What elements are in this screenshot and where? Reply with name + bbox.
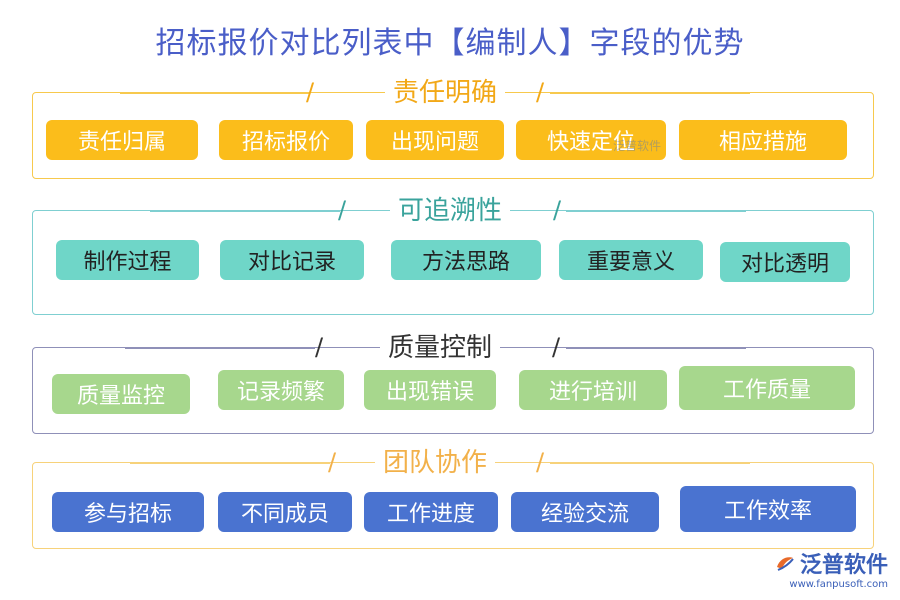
header-slash-right: /	[552, 333, 561, 361]
header-line-right	[550, 92, 750, 94]
header-slash-right: /	[536, 78, 545, 106]
pill-item: 对比记录	[220, 240, 364, 280]
pill-item: 对比透明	[720, 242, 850, 282]
header-line-right	[566, 210, 746, 212]
header-slash-left: /	[306, 78, 315, 106]
pill-item: 记录频繁	[218, 370, 344, 410]
watermark: 泛普软件	[613, 139, 662, 153]
header-line-left	[130, 462, 330, 464]
header-line-left	[150, 210, 340, 212]
header-line-left	[120, 92, 310, 94]
brand-logo: 泛普软件 www.fanpusoft.com	[774, 547, 888, 590]
header-line-left	[125, 347, 315, 349]
header-slash-right: /	[536, 448, 545, 476]
header-slash-left: /	[338, 196, 347, 224]
pill-item: 制作过程	[56, 240, 199, 280]
brand-url: www.fanpusoft.com	[789, 579, 888, 590]
pill-item: 进行培训	[519, 370, 667, 410]
section-heading: 质量控制	[350, 327, 530, 367]
pill-item: 工作进度	[364, 492, 498, 532]
section-heading: 责任明确	[355, 72, 535, 112]
pill-item: 出现错误	[364, 370, 496, 410]
header-slash-right: /	[553, 196, 562, 224]
pill-item: 出现问题	[366, 120, 504, 160]
pill-item: 方法思路	[391, 240, 541, 280]
pill-item: 快速定位	[516, 120, 666, 160]
pill-item: 相应措施	[679, 120, 847, 160]
pill-item: 不同成员	[218, 492, 352, 532]
header-line-right	[566, 347, 746, 349]
pill-item: 重要意义	[559, 240, 703, 280]
brand-name: 泛普软件	[799, 553, 888, 578]
header-slash-left: /	[328, 448, 337, 476]
pill-item: 经验交流	[511, 492, 659, 532]
section-heading: 团队协作	[345, 442, 525, 482]
pill-item: 责任归属	[46, 120, 198, 160]
page-title: 招标报价对比列表中【编制人】字段的优势	[155, 26, 745, 61]
brand-logo-icon	[776, 557, 794, 571]
header-line-right	[550, 462, 750, 464]
section-heading: 可追溯性	[360, 190, 540, 230]
pill-item: 质量监控	[52, 374, 190, 414]
header-slash-left: /	[315, 333, 324, 361]
pill-item: 参与招标	[52, 492, 204, 532]
pill-item: 招标报价	[219, 120, 353, 160]
pill-item: 工作质量	[679, 366, 855, 410]
pill-item: 工作效率	[680, 486, 856, 532]
